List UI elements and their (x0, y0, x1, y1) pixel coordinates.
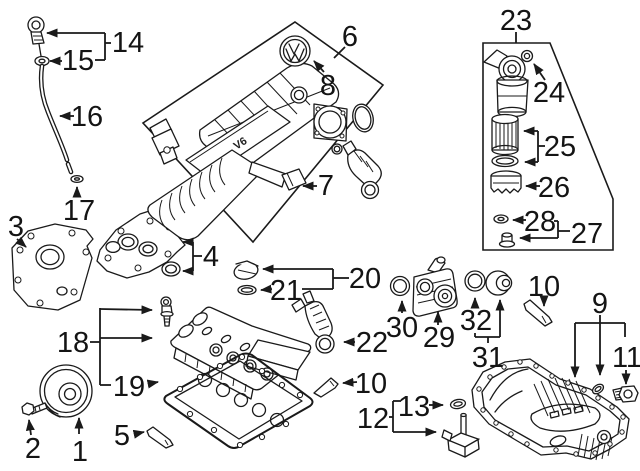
callout-32: 32 (460, 305, 492, 337)
callout-6: 6 (342, 21, 358, 53)
callout-22: 22 (356, 327, 388, 359)
valve-cover (160, 296, 312, 400)
callout-24: 24 (533, 77, 565, 109)
drain-plug (612, 385, 639, 403)
plug-27 (498, 232, 516, 248)
callout-13: 13 (398, 391, 430, 423)
cooler-plug (485, 270, 513, 296)
callout-25: 25 (544, 131, 576, 163)
callout-27: 27 (571, 218, 603, 250)
vw-emblem-icon (279, 35, 311, 67)
callout-16: 16 (71, 101, 103, 133)
dowel-pin-upper (523, 299, 553, 327)
filter-element (491, 113, 519, 156)
cover-bolt (160, 296, 174, 327)
callout-30: 30 (386, 312, 418, 344)
callout-11: 11 (612, 342, 640, 374)
washer-28 (493, 214, 509, 224)
callout-26: 26 (538, 172, 570, 204)
callout-31: 31 (472, 342, 504, 374)
callout-leaders (15, 28, 631, 439)
callout-7: 7 (318, 170, 334, 202)
cap-oring-21 (237, 284, 257, 296)
intake-manifold-group-box (141, 21, 385, 244)
oil-filter-group-box (482, 42, 614, 251)
dowel-pin-5 (146, 426, 174, 449)
oil-cooler (412, 256, 458, 317)
filter-cap-26 (490, 170, 522, 194)
oil-filler-cap (233, 260, 259, 280)
callout-10a: 10 (528, 271, 560, 303)
dowel-pin-lower (313, 377, 339, 398)
callout-23: 23 (500, 5, 532, 37)
coolant-elbow (342, 140, 382, 200)
oil-filter-assembly (483, 49, 534, 248)
callout-19: 19 (113, 371, 145, 403)
callout-17: 17 (63, 195, 95, 227)
callout-8: 8 (320, 70, 336, 102)
pulley-bolt (21, 402, 48, 416)
callout-29: 29 (423, 322, 455, 354)
oring-24 (520, 49, 534, 63)
crank-pulley (39, 364, 93, 418)
manifold-sensor (149, 118, 180, 165)
callout-9: 9 (592, 288, 608, 320)
callout-4: 4 (203, 241, 219, 273)
valve-cover-gasket (163, 352, 314, 449)
callout-10b: 10 (355, 368, 387, 400)
oil-pan (471, 358, 630, 461)
callout-5: 5 (114, 420, 130, 452)
breather-hose (291, 290, 335, 354)
callout-12: 12 (357, 403, 389, 435)
callout-2: 2 (25, 433, 41, 465)
filter-housing (483, 49, 529, 118)
callout-20: 20 (349, 263, 381, 295)
front-cover (11, 223, 94, 311)
callout-labels: 14 15 16 17 3 4 6 8 7 23 24 25 26 28 27 … (8, 5, 640, 468)
support-tube (248, 161, 307, 191)
oil-level-sensor (441, 412, 480, 458)
dipstick-assembly (27, 16, 84, 184)
intake-manifold: V6 (147, 35, 382, 241)
callout-18: 18 (57, 327, 89, 359)
callout-1: 1 (72, 436, 88, 468)
callout-3: 3 (8, 211, 24, 243)
callout-15: 15 (62, 45, 94, 77)
callout-14: 14 (112, 27, 144, 59)
callout-28: 28 (524, 206, 556, 238)
sensor-oring-13 (449, 398, 467, 410)
callout-21: 21 (270, 275, 302, 307)
